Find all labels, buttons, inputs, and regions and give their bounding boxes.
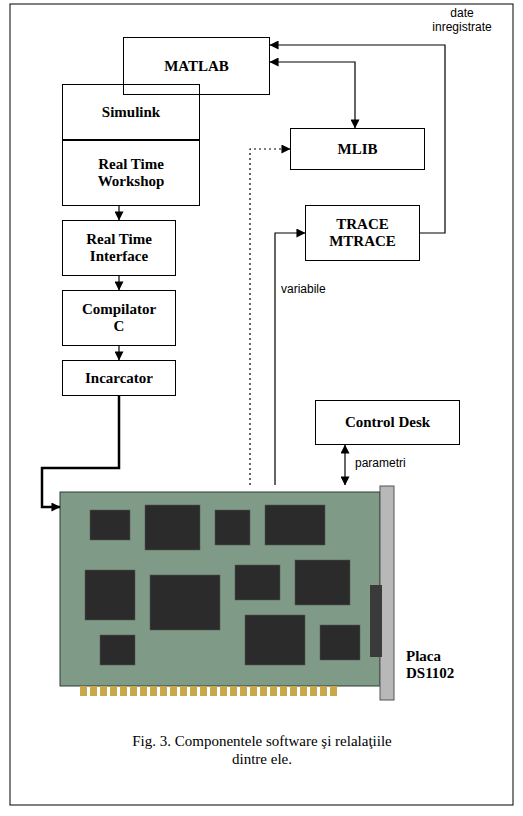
chip: [100, 635, 135, 665]
edge-connector-pin: [200, 686, 207, 696]
node-label: Placa DS1102: [406, 648, 468, 682]
edge-connector-pin: [140, 686, 147, 696]
connector-arrow: [250, 149, 290, 485]
connector-arrow: [42, 396, 119, 507]
node-label: Real Time Workshop: [91, 156, 171, 190]
program-box: Incarcator: [62, 360, 176, 396]
edge-connector-pin: [170, 686, 177, 696]
node-label: Simulink: [102, 104, 160, 121]
node-label: TRACE MTRACE: [323, 216, 403, 250]
bracket: [380, 486, 394, 700]
edge-connector-pin: [110, 686, 117, 696]
edge-connector-pin: [90, 686, 97, 696]
connector-arrow: [275, 233, 305, 485]
edge-connector-pin: [250, 686, 257, 696]
connector-arrow: [270, 62, 355, 128]
connector-arrow: [344, 445, 345, 485]
chip: [320, 625, 360, 660]
edge-connector-pin: [230, 686, 237, 696]
node-label: Real Time Interface: [79, 231, 159, 265]
chip: [295, 560, 350, 605]
edge-connector-pin: [220, 686, 227, 696]
edge-connector-pin: [120, 686, 127, 696]
program-box: MATLAB: [123, 37, 270, 95]
edge-connector-pin: [240, 686, 247, 696]
edge-connector-pin: [210, 686, 217, 696]
pcb: [60, 492, 380, 686]
library-box: TRACE MTRACE: [305, 205, 420, 261]
chip: [265, 505, 325, 545]
program-box: Compilator C: [62, 290, 176, 346]
edge-label: variabile: [280, 282, 327, 296]
connector-arrow: [118, 346, 119, 360]
edge-label: date inregistrate: [428, 6, 496, 34]
edge-connector-pin: [330, 686, 337, 696]
edge-connector-pin: [180, 686, 187, 696]
chip: [150, 575, 220, 630]
edge-connector-pin: [270, 686, 277, 696]
edge-connector-pin: [310, 686, 317, 696]
figure-caption: Fig. 3. Componentele software şi relalaţ…: [131, 732, 393, 768]
edge-connector-pin: [150, 686, 157, 696]
edge-connector-pin: [320, 686, 327, 696]
chip: [85, 570, 135, 620]
edge-connector-pin: [80, 686, 87, 696]
board-node: Placa DS1102: [60, 485, 395, 700]
connector-arrow: [118, 206, 119, 220]
figure-frame: [10, 4, 513, 805]
node-label: MLIB: [337, 141, 377, 158]
node-label: Control Desk: [345, 414, 430, 431]
chip: [235, 565, 280, 600]
program-box: Real Time Workshop: [62, 140, 200, 206]
program-box: Real Time Interface: [62, 220, 176, 276]
chip: [245, 615, 305, 665]
edge-connector-pin: [260, 686, 267, 696]
connector: [370, 585, 382, 657]
chip: [215, 510, 250, 545]
chip: [90, 510, 130, 540]
edge-label: parametri: [354, 456, 407, 470]
edge-connector-pin: [160, 686, 167, 696]
node-label: Compilator C: [79, 301, 159, 335]
edge-connector-pin: [190, 686, 197, 696]
chip: [145, 505, 200, 550]
node-label: Incarcator: [85, 370, 153, 387]
edge-connector-pin: [290, 686, 297, 696]
connector-arrow: [118, 276, 119, 290]
edge-connector-pin: [280, 686, 287, 696]
program-box: Control Desk: [315, 400, 460, 445]
board-picture: [60, 486, 394, 700]
node-label: MATLAB: [164, 58, 229, 75]
edge-connector-pin: [130, 686, 137, 696]
edge-connector-pin: [300, 686, 307, 696]
edge-connector-pin: [100, 686, 107, 696]
library-box: MLIB: [290, 128, 425, 170]
program-box: Simulink: [62, 84, 200, 140]
